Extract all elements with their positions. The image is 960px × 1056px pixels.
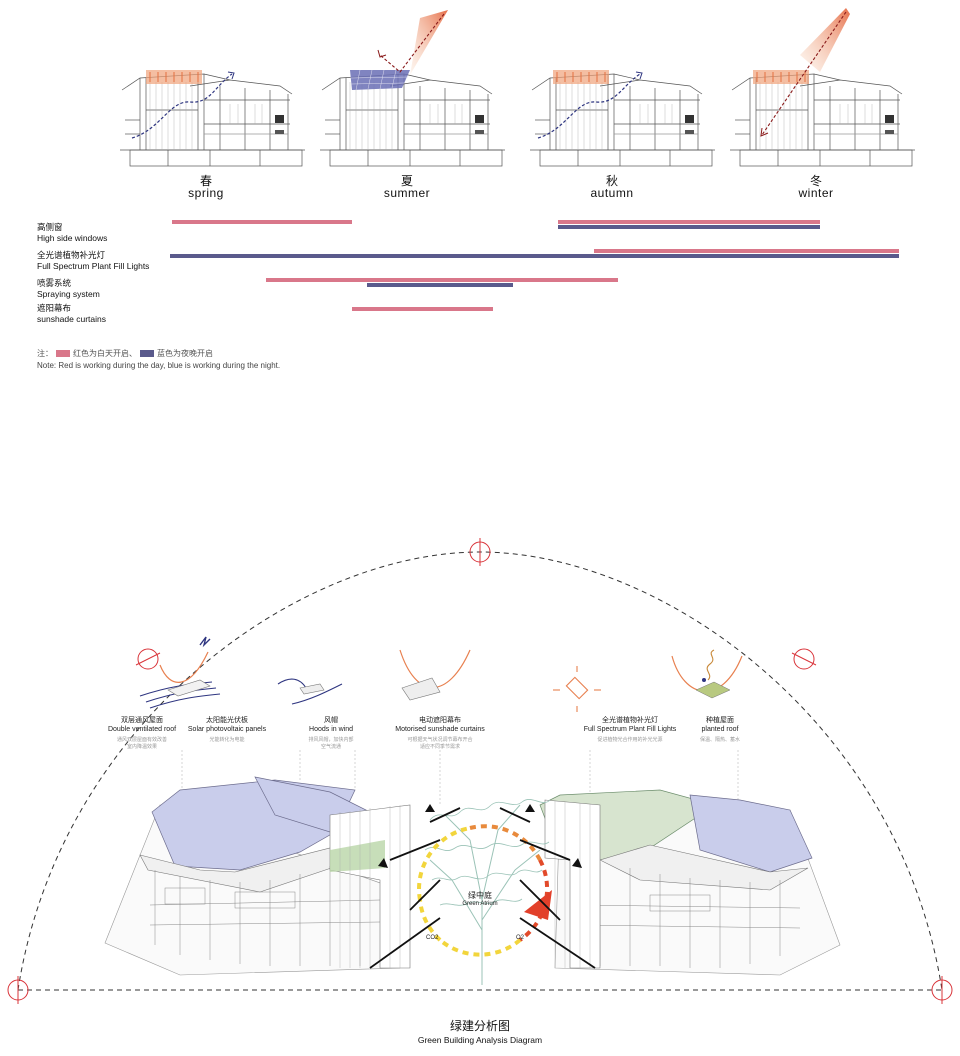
season-summer-cn: 夏 — [400, 174, 413, 188]
season-autumn-en: autumn — [590, 186, 634, 200]
bar-spray-night — [367, 283, 513, 287]
diagram-title-cn: 绿建分析图 — [449, 1019, 510, 1033]
bar-windows-night-autumn — [558, 225, 820, 229]
season-winter-en: winter — [798, 186, 834, 200]
bar-windows-day-autumn — [558, 220, 820, 224]
callout-icons — [139, 636, 743, 712]
section-summer — [320, 10, 506, 167]
airflow-arrows — [369, 807, 596, 969]
bar-lights-night — [170, 254, 899, 258]
atrium-cycle — [417, 824, 552, 957]
bar-spray-day — [266, 278, 618, 282]
schedule-bars — [170, 220, 899, 311]
legend-note-cn: 注：红色为白天开启、蓝色为夜晚开启 — [37, 349, 213, 358]
legend-night-swatch — [140, 350, 154, 358]
building-left-wing — [104, 776, 411, 976]
co2-label: CO2 — [426, 935, 439, 941]
season-winter-cn: 冬 — [809, 174, 822, 188]
legend-day-swatch — [56, 350, 70, 358]
atrium-label-cn: 绿中庭 — [468, 891, 492, 900]
season-spring-en: spring — [188, 186, 224, 200]
bar-curtain-day — [352, 307, 493, 311]
atrium-label-en: Green Atrium — [462, 901, 498, 907]
o2-label: O2 — [516, 935, 525, 941]
legend-note-en: Note: Red is working during the day, blu… — [37, 361, 281, 370]
season-summer-en: summer — [383, 186, 431, 200]
section-winter — [730, 8, 916, 167]
section-autumn — [530, 70, 716, 167]
bar-windows-day-spring — [172, 220, 352, 224]
sky-dome — [7, 538, 953, 1004]
bar-lights-day — [594, 249, 899, 253]
vent-arrows — [378, 804, 582, 868]
season-spring-cn: 春 — [199, 174, 212, 188]
building-right-wing — [539, 789, 841, 976]
diagram-title-en: Green Building Analysis Diagram — [417, 1035, 543, 1045]
season-autumn-cn: 秋 — [605, 174, 618, 188]
section-spring — [120, 70, 306, 167]
atrium-tree — [424, 799, 551, 985]
